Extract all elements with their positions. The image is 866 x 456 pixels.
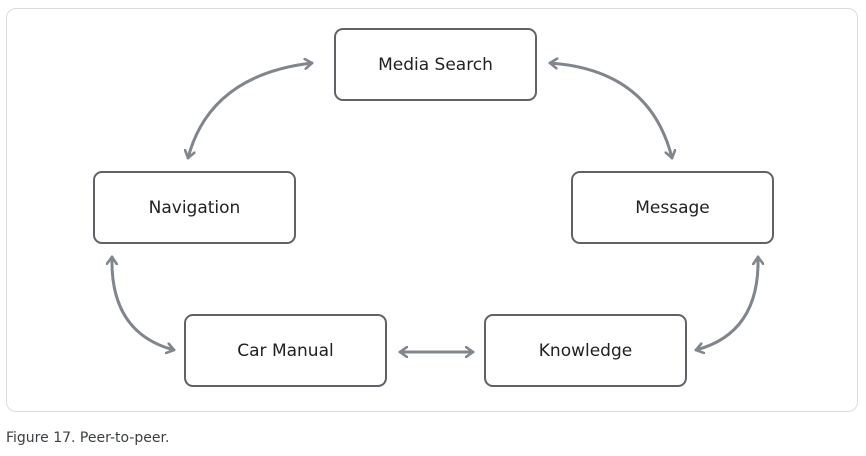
node-knowledge-box xyxy=(484,314,687,387)
node-knowledge-label: Knowledge xyxy=(539,341,632,361)
arrow-navigation-car-manual xyxy=(112,255,176,350)
node-message-box xyxy=(571,171,774,244)
node-media-search-label: Media Search xyxy=(378,55,493,75)
arrow-media-search-message xyxy=(548,63,672,160)
node-knowledge: Knowledge xyxy=(484,314,687,387)
node-navigation: Navigation xyxy=(93,171,296,244)
arrow-navigation-media-search xyxy=(188,63,314,160)
node-car-manual: Car Manual xyxy=(184,314,387,387)
arrow-message-knowledge xyxy=(694,255,758,350)
node-media-search-box xyxy=(334,28,537,101)
node-navigation-label: Navigation xyxy=(149,198,241,218)
node-message-label: Message xyxy=(635,198,710,218)
node-media-search: Media Search xyxy=(334,28,537,101)
node-navigation-box xyxy=(93,171,296,244)
node-message: Message xyxy=(571,171,774,244)
figure-caption: Figure 17. Peer-to-peer. xyxy=(6,430,170,446)
node-car-manual-box xyxy=(184,314,387,387)
node-car-manual-label: Car Manual xyxy=(237,341,333,361)
